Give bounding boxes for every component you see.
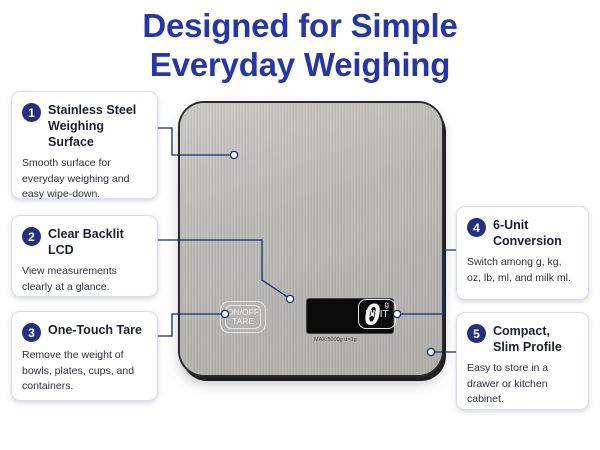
callout-2: 2 Clear Backlit LCD View measurements cl… <box>11 215 158 297</box>
onoff-label: ON/OFF <box>226 307 260 317</box>
badge-5: 5 <box>467 324 486 343</box>
unit-label: UNIT <box>365 308 389 320</box>
onoff-tare-button[interactable]: ON/OFF TARE <box>220 301 266 333</box>
callout-2-desc: View measurements clearly at a glance. <box>22 265 117 293</box>
tare-label: TARE <box>231 316 255 326</box>
callout-4: 4 6-Unit Conversion Switch among g, kg, … <box>456 206 589 300</box>
callout-2-heading: Clear Backlit LCD <box>48 227 124 257</box>
callout-1-desc: Smooth surface for everyday weighing and… <box>22 157 130 200</box>
callout-3-desc: Remove the weight of bowls, plates, cups… <box>22 349 135 392</box>
lcd-value: 0 <box>364 299 381 332</box>
callout-5: 5 Compact, Slim Profile Easy to store in… <box>456 312 589 410</box>
callout-4-heading: 6-Unit Conversion <box>493 218 562 248</box>
page-title: Designed for Simple Everyday Weighing <box>0 6 600 84</box>
kitchen-scale: ON/OFF TARE 0 g MAX:5000g d=1g UNIT <box>180 103 442 375</box>
badge-4: 4 <box>467 218 486 237</box>
badge-2: 2 <box>22 227 41 246</box>
callout-4-desc: Switch among g, kg, oz, lb, ml, and milk… <box>467 256 571 284</box>
callout-5-desc: Easy to store in a drawer or kitchen cab… <box>467 362 549 405</box>
callout-1-heading: Stainless Steel Weighing Surface <box>48 103 137 149</box>
title-line-2: Everyday Weighing <box>149 46 451 83</box>
callout-3: 3 One-Touch Tare Remove the weight of bo… <box>11 311 158 401</box>
badge-1: 1 <box>22 103 41 122</box>
control-panel: ON/OFF TARE 0 g MAX:5000g d=1g <box>220 298 400 343</box>
capacity-label: MAX:5000g d=1g <box>314 337 357 343</box>
badge-3: 3 <box>22 323 41 342</box>
callout-5-heading: Compact, Slim Profile <box>493 324 562 354</box>
lcd-unit: g <box>384 300 389 309</box>
title-line-1: Designed for Simple <box>142 7 458 44</box>
unit-button[interactable]: UNIT <box>358 299 396 329</box>
callout-3-heading: One-Touch Tare <box>48 323 142 337</box>
callout-1: 1 Stainless Steel Weighing Surface Smoot… <box>11 91 158 200</box>
